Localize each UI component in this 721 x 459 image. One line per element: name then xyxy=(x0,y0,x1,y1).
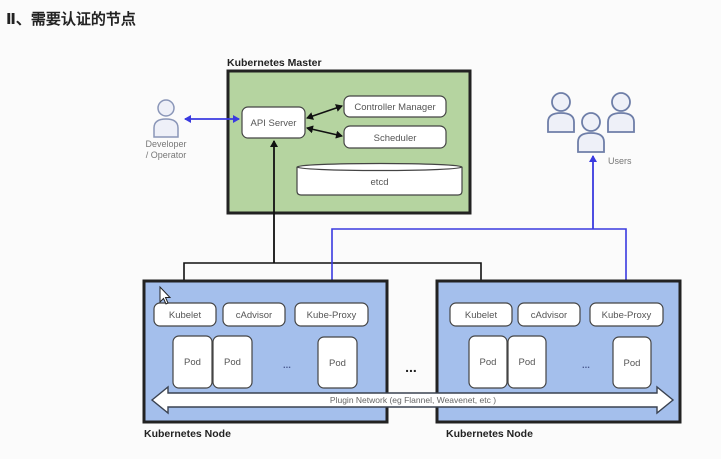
pod[interactable]: Pod xyxy=(212,335,253,389)
pod[interactable]: Pod xyxy=(172,335,213,389)
cadvisor[interactable]: cAdvisor xyxy=(517,302,581,327)
kubernetes-node-1: Kubelet cAdvisor Kube-Proxy Pod Pod ... … xyxy=(142,279,389,440)
plugin-network-arrow: Plugin Network (eg Flannel, Weavenet, et… xyxy=(150,385,675,415)
kube-proxy[interactable]: Kube-Proxy xyxy=(589,302,664,327)
scheduler[interactable]: Scheduler xyxy=(343,125,447,149)
etcd-database[interactable]: etcd xyxy=(296,162,463,196)
pod-label: Pod xyxy=(224,357,241,368)
users-label: Users xyxy=(608,156,632,166)
pod-label: Pod xyxy=(184,357,201,368)
kube-proxy-link xyxy=(331,228,627,302)
pod[interactable]: Pod xyxy=(612,336,652,389)
api-server[interactable]: API Server xyxy=(241,106,306,139)
more-nodes-ellipsis: ... xyxy=(405,359,417,375)
kubernetes-node-2: Kubelet cAdvisor Kube-Proxy Pod Pod ... … xyxy=(435,279,682,440)
developer-label-line1: Developer xyxy=(145,139,186,149)
kube-proxy-label: Kube-Proxy xyxy=(307,310,357,321)
api-controller-arrow xyxy=(306,104,343,120)
kubelet[interactable]: Kubelet xyxy=(449,302,513,327)
cadvisor-label: cAdvisor xyxy=(531,310,567,321)
pods-ellipsis: ... xyxy=(283,360,291,371)
pod-label: Pod xyxy=(480,357,497,368)
api-server-label: API Server xyxy=(251,118,297,129)
kube-proxy[interactable]: Kube-Proxy xyxy=(294,302,369,327)
node-title: Kubernetes Node xyxy=(144,428,231,440)
kube-proxy-label: Kube-Proxy xyxy=(602,310,652,321)
pod[interactable]: Pod xyxy=(317,336,358,389)
kubelet-label: Kubelet xyxy=(169,310,202,321)
api-scheduler-arrow xyxy=(306,125,343,139)
kubelet-label: Kubelet xyxy=(465,310,498,321)
controller-manager-label: Controller Manager xyxy=(354,102,435,113)
pod-label: Pod xyxy=(519,357,536,368)
pods-ellipsis: ... xyxy=(582,360,590,371)
pod[interactable]: Pod xyxy=(507,335,547,389)
pod[interactable]: Pod xyxy=(468,335,508,389)
users-group-icon xyxy=(547,92,635,153)
cadvisor[interactable]: cAdvisor xyxy=(222,302,286,327)
section-heading: Ⅱ、需要认证的节点 xyxy=(6,10,136,28)
plugin-network-label: Plugin Network (eg Flannel, Weavenet, et… xyxy=(330,395,496,405)
scheduler-label: Scheduler xyxy=(374,133,417,144)
master-title: Kubernetes Master xyxy=(227,57,322,69)
person-icon xyxy=(153,99,179,138)
node-title: Kubernetes Node xyxy=(446,428,533,440)
mouse-cursor-icon xyxy=(159,285,172,305)
developer-label-line2: / Operator xyxy=(146,150,187,160)
controller-manager[interactable]: Controller Manager xyxy=(343,95,447,118)
kubelet[interactable]: Kubelet xyxy=(153,302,217,327)
etcd-label: etcd xyxy=(371,177,389,188)
pod-label: Pod xyxy=(329,358,346,369)
cadvisor-label: cAdvisor xyxy=(236,310,272,321)
pod-label: Pod xyxy=(624,358,641,369)
